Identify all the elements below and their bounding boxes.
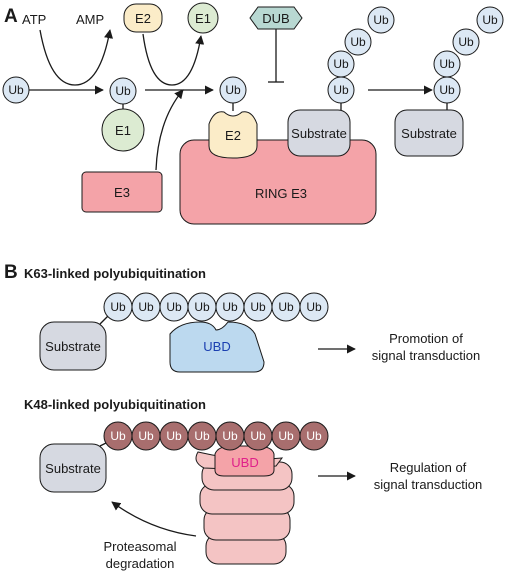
e1-top-label: E1 xyxy=(195,11,211,26)
k48-ub-8-label: Ub xyxy=(306,429,322,443)
ub-a1-2-label: Ub xyxy=(333,57,349,71)
k48-substrate-label: Substrate xyxy=(45,461,101,476)
k48-ub-7-label: Ub xyxy=(278,429,294,443)
k63-substrate xyxy=(39,321,107,371)
e2-enzyme xyxy=(208,111,258,159)
k63-ub-8-label: Ub xyxy=(306,300,322,314)
degradation-line1: Proteasomal xyxy=(104,539,177,554)
k63-ub-4-label: Ub xyxy=(194,300,210,314)
ub-a2-4 xyxy=(476,6,504,34)
ub-a1-2 xyxy=(327,50,355,78)
panel-a-letter: A xyxy=(4,6,18,27)
k63-outcome-line1: Promotion of xyxy=(389,331,463,346)
ub-a2-1-label: Ub xyxy=(439,83,455,97)
substrate-a1 xyxy=(287,109,351,157)
amp-label: AMP xyxy=(76,12,104,27)
ub-a2-3-label: Ub xyxy=(458,35,474,49)
e1-enzyme xyxy=(101,108,145,152)
k63-outcome-line2: signal transduction xyxy=(372,348,480,363)
k63-ub-1-label: Ub xyxy=(110,300,126,314)
k48-ub-3-label: Ub xyxy=(166,429,182,443)
ub-a1-3-label: Ub xyxy=(350,35,366,49)
k48-ub-chain: Ub Ub Ub Ub Ub Ub Ub Ub xyxy=(103,421,329,451)
k48-ub-8 xyxy=(299,421,329,451)
degradation-arrow xyxy=(111,501,197,537)
ub-a1-4-label: Ub xyxy=(373,13,389,27)
k63-ub-8 xyxy=(299,292,329,322)
k48-ubd-label: UBD xyxy=(231,455,258,470)
k63-ubd xyxy=(169,321,265,373)
degradation-line2: degradation xyxy=(106,556,175,571)
e2-enzyme-label: E2 xyxy=(225,128,241,143)
k48-ub-4-label: Ub xyxy=(194,429,210,443)
ring-e3-label: RING E3 xyxy=(255,186,307,201)
ub-chain-a2: Ub Ub Ub Ub xyxy=(433,6,504,104)
proteasome: UBD xyxy=(195,445,295,565)
e2-top-node xyxy=(123,3,163,33)
free-ub-label: Ub xyxy=(8,83,24,97)
e2-to-e1-arrow xyxy=(142,33,205,86)
e1-top-node xyxy=(187,2,219,34)
k48-outcome-line1: Regulation of xyxy=(390,460,467,475)
k48-substrate xyxy=(39,443,107,493)
e3-to-complex-arrow xyxy=(155,89,184,171)
k63-ubd-label: UBD xyxy=(203,339,230,354)
substrate-a1-label: Substrate xyxy=(291,126,347,141)
dub-node xyxy=(249,6,303,30)
e2-top-label: E2 xyxy=(135,11,151,26)
k48-ub-2-label: Ub xyxy=(138,429,154,443)
k48-ub-5-label: Ub xyxy=(222,429,238,443)
k48-ub-6-label: Ub xyxy=(250,429,266,443)
ub-a2-2-label: Ub xyxy=(439,57,455,71)
dub-label: DUB xyxy=(262,11,289,26)
substrate-a2 xyxy=(394,109,464,157)
atp-label: ATP xyxy=(22,12,46,27)
k63-ub-chain: Ub Ub Ub Ub Ub Ub Ub Ub xyxy=(103,292,329,322)
ub-a2-4-label: Ub xyxy=(482,13,498,27)
e1-enzyme-label: E1 xyxy=(115,123,131,138)
substrate-a2-label: Substrate xyxy=(401,126,457,141)
e2-ub-label: Ub xyxy=(225,83,241,97)
k63-ub-7-label: Ub xyxy=(278,300,294,314)
ub-a1-4 xyxy=(367,6,395,34)
ring-e3 xyxy=(179,139,377,225)
k63-ub-5-label: Ub xyxy=(222,300,238,314)
ub-a1-3 xyxy=(344,28,372,56)
k48-outcome-line2: signal transduction xyxy=(374,477,482,492)
k48-ub-1-label: Ub xyxy=(110,429,126,443)
ub-chain-a1: Ub Ub Ub Ub xyxy=(327,6,395,104)
ub-a1-1-label: Ub xyxy=(333,83,349,97)
k63-ub-3-label: Ub xyxy=(166,300,182,314)
ub-a2-3 xyxy=(452,28,480,56)
k63-ub-6-label: Ub xyxy=(250,300,266,314)
e3-node xyxy=(81,171,163,213)
k63-title: K63-linked polyubiquitination xyxy=(24,266,206,281)
e3-label: E3 xyxy=(114,185,130,200)
ub-a2-2 xyxy=(433,50,461,78)
e1-ub-label: Ub xyxy=(115,84,131,98)
k63-ub-2-label: Ub xyxy=(138,300,154,314)
panel-b-letter: B xyxy=(4,262,18,283)
k63-substrate-label: Substrate xyxy=(45,339,101,354)
k48-title: K48-linked polyubiquitination xyxy=(24,397,206,412)
atp-to-amp-arrow xyxy=(39,29,114,86)
